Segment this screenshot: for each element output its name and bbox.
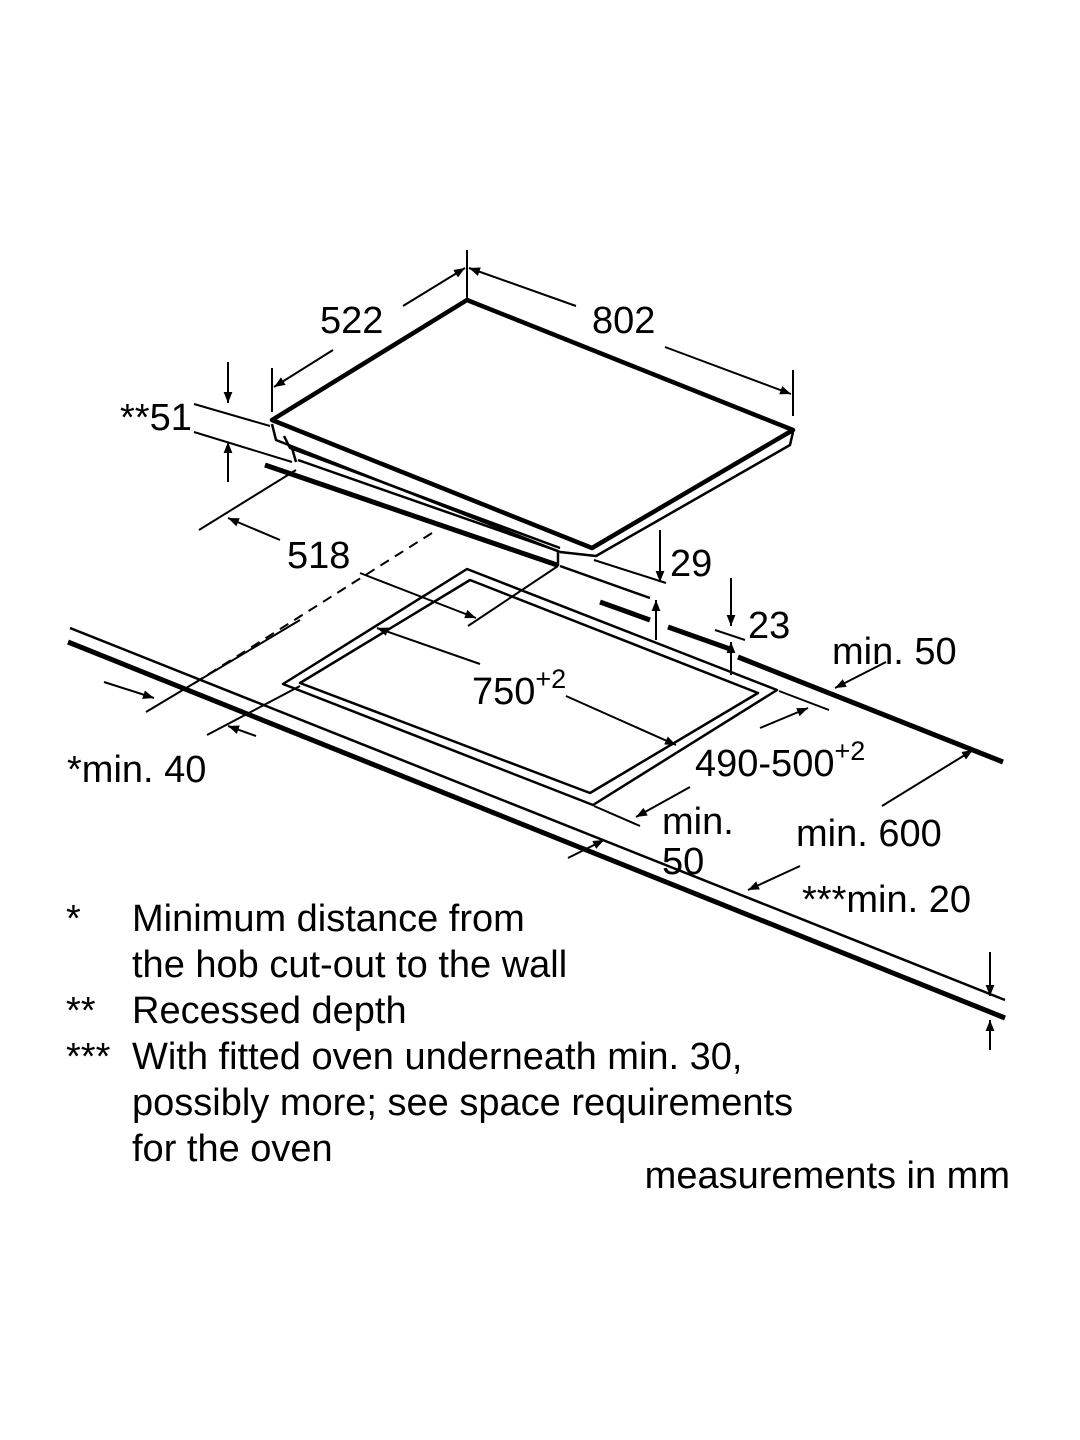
cutout-width-value: 750 bbox=[472, 671, 535, 713]
worktop bbox=[67, 626, 1006, 1021]
footnote-line: possibly more; see space requirements bbox=[132, 1082, 794, 1124]
width-label: 802 bbox=[592, 300, 655, 342]
hob-underbody bbox=[264, 458, 731, 652]
footnote-line: for the oven bbox=[132, 1128, 333, 1170]
footnote-mark: *** bbox=[66, 1036, 111, 1078]
footnote-3: *** With fitted oven underneath min. 30,… bbox=[66, 1034, 793, 1172]
depth-label: 522 bbox=[320, 300, 383, 342]
rear-clearance-label: min. 50 bbox=[832, 631, 957, 673]
worktop-thickness-label: ***min. 20 bbox=[802, 879, 971, 921]
footnote-text: Recessed depth bbox=[132, 988, 407, 1034]
cutout-depth-tolerance: +2 bbox=[834, 736, 865, 766]
dimension-lines bbox=[103, 250, 995, 1050]
worktop-cutout bbox=[281, 567, 779, 807]
cutout-depth-label: 490-500+2 bbox=[695, 736, 865, 785]
cutout-depth-value: 490-500 bbox=[695, 743, 834, 785]
footnote-text: With fitted oven underneath min. 30,poss… bbox=[132, 1034, 793, 1172]
footnote-mark: ** bbox=[66, 990, 96, 1032]
worktop-depth-label: min. 600 bbox=[796, 813, 942, 855]
front-clearance-label-1: min. bbox=[662, 801, 734, 843]
cutout-width-label: 750+2 bbox=[472, 664, 566, 713]
hob-glass-top bbox=[269, 297, 796, 551]
wall-distance-label: *min. 40 bbox=[67, 749, 206, 791]
front-clearance-label-2: 50 bbox=[662, 841, 704, 883]
footnote-line: the hob cut-out to the wall bbox=[132, 944, 568, 986]
cutout-width-tolerance: +2 bbox=[535, 664, 566, 694]
lower-depth-label: 518 bbox=[287, 535, 350, 577]
hob bbox=[269, 297, 796, 558]
height-29-label: 29 bbox=[670, 543, 712, 585]
footnote-2: ** Recessed depth bbox=[66, 988, 793, 1034]
footnote-mark: * bbox=[66, 898, 81, 940]
footnote-line: With fitted oven underneath min. 30, bbox=[132, 1036, 743, 1078]
height-23-label: 23 bbox=[748, 605, 790, 647]
footnote-line: Recessed depth bbox=[132, 990, 407, 1032]
footnote-line: Minimum distance from bbox=[132, 898, 525, 940]
recessed-depth-label: **51 bbox=[120, 397, 192, 439]
units-label: measurements in mm bbox=[644, 1155, 1010, 1197]
